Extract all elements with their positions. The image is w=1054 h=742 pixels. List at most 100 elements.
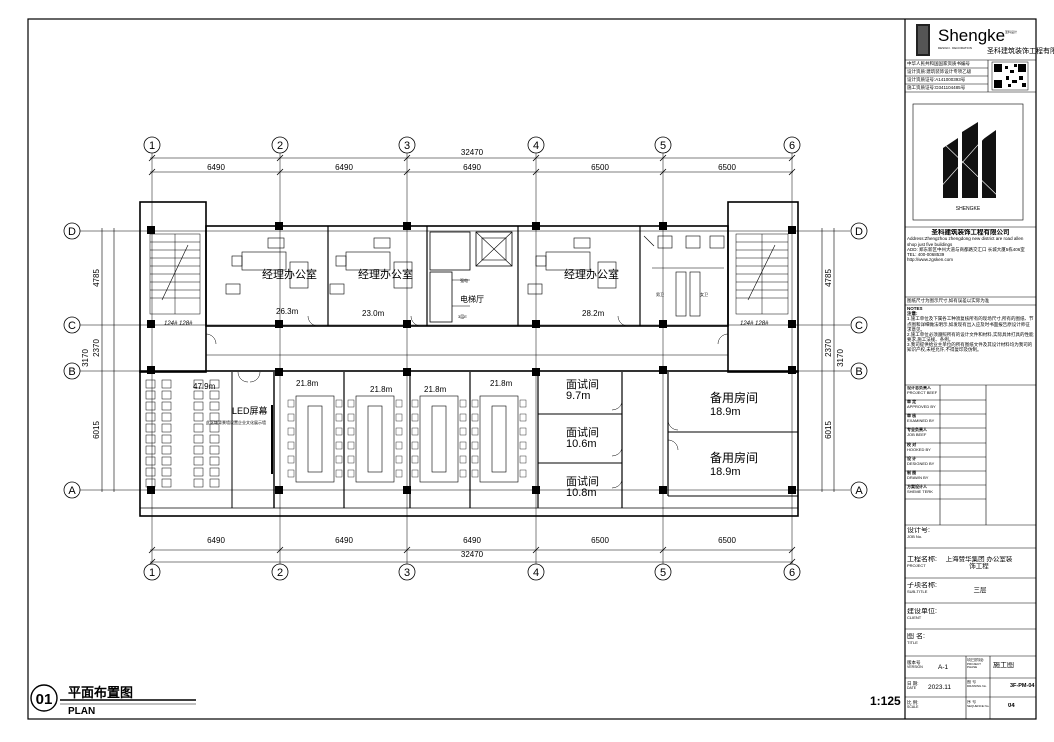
title-label: 图 名:	[907, 633, 925, 640]
dim-left-4: 6015	[92, 421, 101, 439]
version-label-cell: 版本号 VERSION	[907, 660, 937, 676]
dim-right-4: 6015	[824, 421, 833, 439]
sign-row-label-en: DRAWN BY	[907, 474, 929, 480]
room-interview-1-area: 9.7m	[566, 390, 590, 402]
grid-label-5-top: 5	[660, 140, 666, 152]
client-label: 建设单位:	[907, 608, 937, 615]
auditorium-seat	[193, 456, 204, 466]
total-dim-bottom: 32470	[461, 550, 484, 559]
note-1: 1.施工单位及下属各工种须复核所有的现场尺寸,所有的图纸、节点图和详细做法明示,…	[907, 316, 1034, 332]
grid-label-2-bottom: 2	[277, 567, 283, 579]
sign-row-label: 审 核	[907, 413, 917, 418]
auditorium-seat	[209, 412, 220, 422]
grid-label-b-left: B	[68, 366, 75, 378]
auditorium-seat	[193, 379, 204, 389]
sign-row-label-en: EXAMINED BY	[907, 417, 935, 423]
title-cell: 图 名: TITLE	[907, 633, 1034, 653]
sign-row-label: 设计总负责人	[907, 386, 931, 390]
design-no-en: JOB No.	[907, 534, 923, 540]
auditorium-seat	[145, 478, 156, 488]
project-label-cell: 工程名称: PROJECT	[907, 556, 947, 576]
auditorium-seat	[209, 445, 220, 455]
room-office-3-name: 经理办公室	[564, 267, 619, 281]
dimension-note: 图纸尺寸为图示尺寸,如有误差以实际为准	[907, 298, 990, 303]
drawing-scale: 1:125	[870, 694, 901, 708]
title-label-en: TITLE	[907, 640, 918, 646]
auditorium-seat	[161, 423, 172, 433]
sign-row-label-en: PROJECT BEEF	[907, 389, 938, 395]
dim-bottom-3: 6490	[463, 536, 481, 545]
design-no-cell: 设计号: JOB No.	[907, 527, 1034, 547]
grid-label-d-right: D	[855, 226, 863, 238]
auditorium-seat	[145, 434, 156, 444]
auditorium-seat	[161, 401, 172, 411]
subtitle-value: 三层	[973, 587, 987, 594]
sign-row-label: 方案设计人	[907, 484, 927, 489]
logo-small-cn: 圣科设计	[1005, 29, 1017, 34]
drawing-no-label-en: DRAWING No.	[967, 683, 987, 688]
version-label: 版本号	[907, 660, 921, 665]
auditorium-seat	[145, 445, 156, 455]
drawing-no-value: 3F-PM-04	[1010, 683, 1035, 689]
qr-code-icon	[991, 61, 1029, 91]
room-elevator-hall: 电梯厅	[460, 294, 484, 304]
company-address-cn: ADD: 郑东新区中州大道与商都路交汇口 长城大厦5栋406室	[907, 246, 1025, 252]
grid-label-3-top: 3	[404, 140, 410, 152]
auditorium-seat	[145, 412, 156, 422]
auditorium-seat	[161, 467, 172, 477]
grid-bubbles	[63, 136, 868, 581]
dim-bottom-5: 6500	[718, 536, 736, 545]
label-toilet-f: 女卫	[700, 291, 708, 297]
company-address-en: Address:Zhengzhou zhengdong new district…	[907, 236, 1024, 247]
stage-label-cell: 项目阶段: PROJECT PHASE	[967, 658, 990, 676]
company-tel: TEL: 400-0068539	[907, 251, 945, 257]
auditorium-seat	[145, 379, 156, 389]
company-info-name: 圣科建筑装饰工程有限公司	[931, 229, 1010, 236]
room-1-area: 21.8m	[296, 379, 319, 388]
title-block	[905, 59, 1036, 719]
floor-plan	[80, 153, 850, 566]
auditorium-seat	[193, 434, 204, 444]
company-logo: Shengke 圣科设计 圣科建筑装饰工程有限公司 DESIGN · DECOR…	[916, 24, 1054, 212]
label-toilet-m: 男卫	[656, 292, 664, 297]
room-office-1-name: 经理办公室	[262, 267, 317, 281]
label-power: 强电	[460, 277, 468, 283]
grid-label-5-bottom: 5	[660, 567, 666, 579]
auditorium-seat	[193, 412, 204, 422]
auditorium-seat	[161, 456, 172, 466]
seq-label-en: SEQUENCE No.	[967, 703, 990, 708]
sign-row-label-en: JOB BEEF	[907, 431, 927, 437]
auditorium-seat	[145, 423, 156, 433]
drawing-title: 01 平面布置图 PLAN 1:125	[30, 684, 901, 717]
drawing-no-label: 图 号	[967, 680, 977, 684]
seq-label-cell: 序 号 SEQUENCE No.	[967, 700, 990, 717]
dim-top-3: 6490	[463, 163, 481, 172]
dim-left-3: 3170	[81, 349, 90, 367]
notes-block: NOTES 注意: 1.施工单位及下属各工种须复核所有的现场尺寸,所有的图纸、节…	[907, 306, 1034, 384]
auditorium-seat	[161, 412, 172, 422]
company-info: 圣科建筑装饰工程有限公司 Address:Zhengzhou zhengdong…	[907, 229, 1034, 296]
auditorium-seat	[161, 478, 172, 488]
company-name-cn: 圣科建筑装饰工程有限公司	[987, 46, 1054, 55]
project-label: 工程名称:	[907, 556, 937, 563]
project-label-en: PROJECT	[907, 563, 926, 569]
auditorium-seat	[145, 456, 156, 466]
dim-bottom-2: 6490	[335, 536, 353, 545]
room-4-area: 21.8m	[490, 379, 513, 388]
room-spare-1-name: 备用房间	[710, 390, 758, 405]
label-led-note: 此区域背景墙设置企业文化展示墙	[206, 419, 266, 425]
grid-label-a-left: A	[68, 485, 76, 497]
dim-bottom-1: 6490	[207, 536, 225, 545]
grid-label-6-bottom: 6	[789, 567, 795, 579]
room-office-2-name: 经理办公室	[358, 267, 413, 281]
grid-label-d-left: D	[68, 226, 76, 238]
auditorium-seat	[161, 445, 172, 455]
auditorium-seat	[209, 390, 220, 400]
sign-row-label: 校 对	[907, 442, 917, 447]
label-led-screen: LED屏幕	[232, 405, 268, 416]
auditorium-seat	[145, 390, 156, 400]
auditorium-seat	[193, 478, 204, 488]
